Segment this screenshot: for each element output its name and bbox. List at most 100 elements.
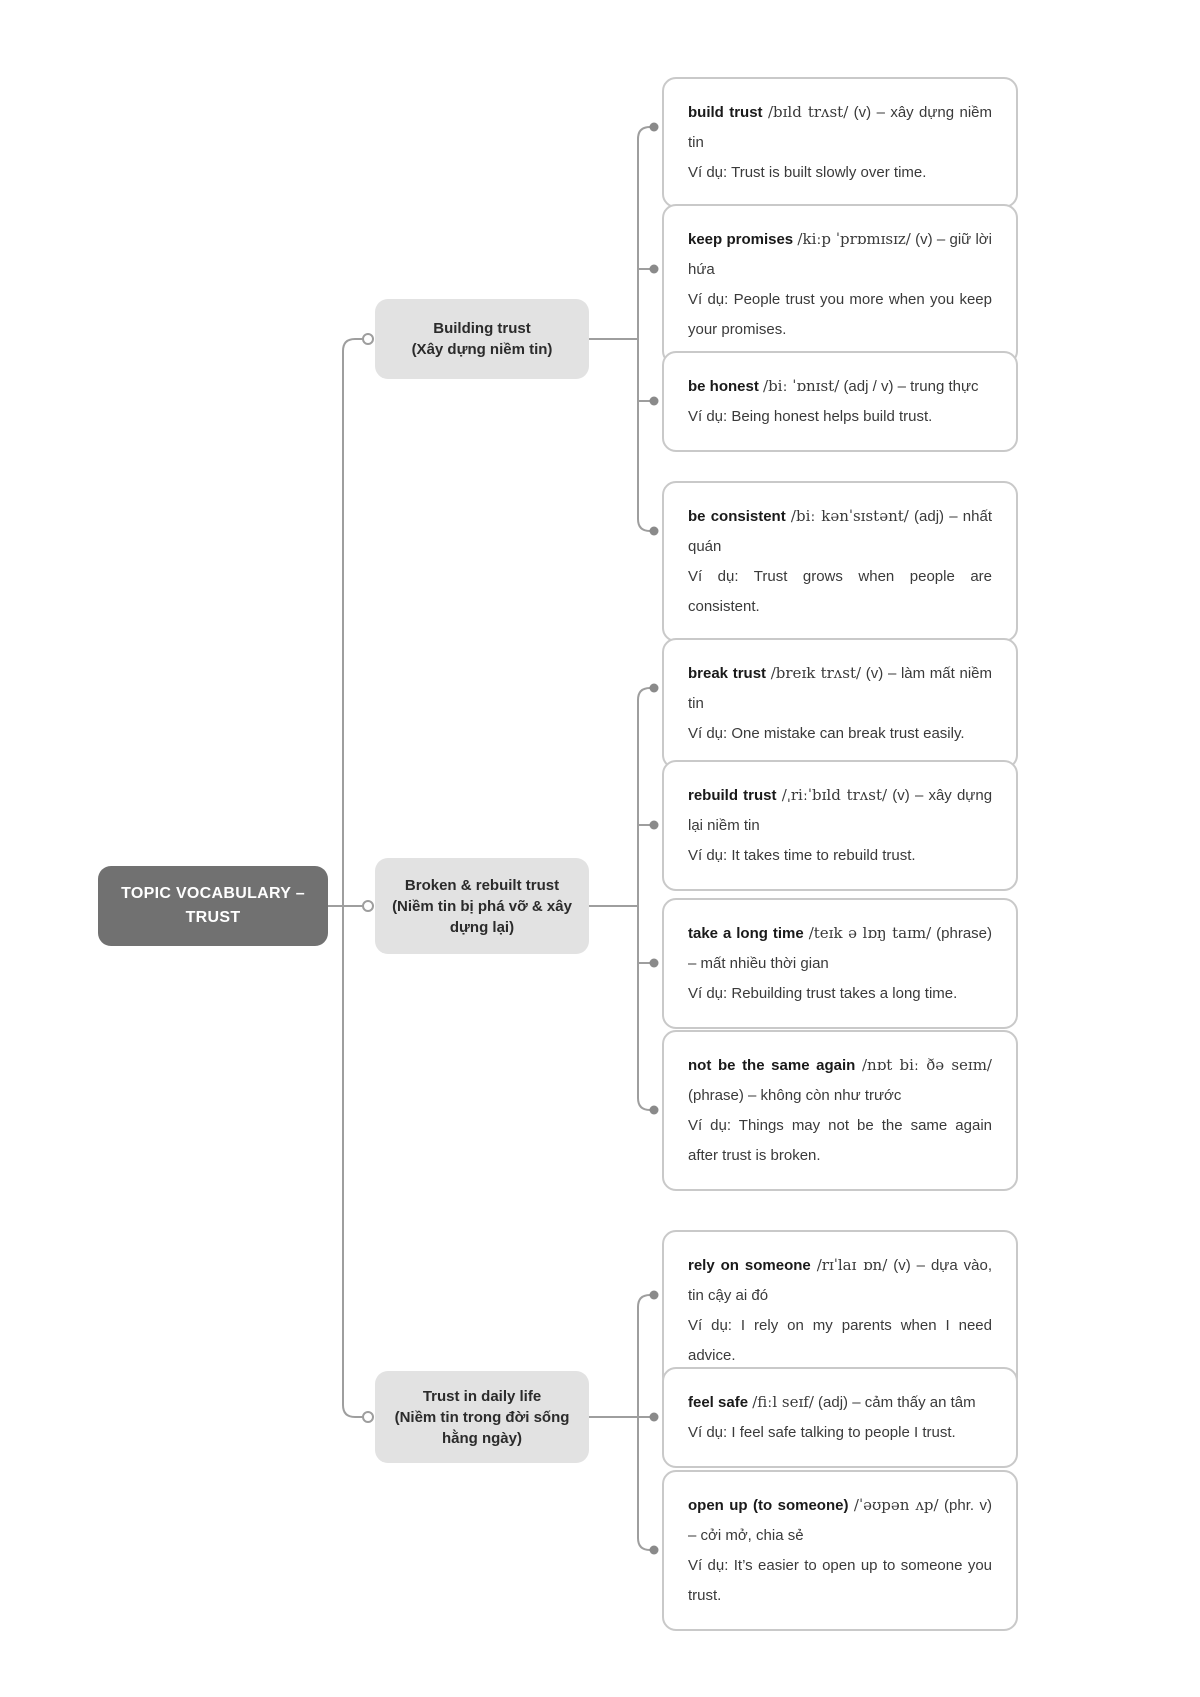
meaning-label: – xây dựng lại niềm tin [688,787,993,834]
category-node-building-trust[interactable]: Building trust (Xây dựng niềm tin) [375,299,589,379]
pos-label: (v) [915,231,933,248]
definition-line: take a long time /teɪk ə lɒŋ taɪm/ (phra… [688,918,992,979]
connection-dot [649,820,659,830]
root-node-topic-vocabulary-trust[interactable]: TOPIC VOCABULARY – TRUST [98,866,328,946]
vocab-card-rebuild-trust[interactable]: rebuild trust /ˌriːˈbɪld trʌst/ (v) – xâ… [662,760,1018,891]
pos-label: (v) [893,1257,911,1274]
meaning-label: – dựa vào, tin cậy ai đó [688,1257,992,1304]
definition-line: rely on someone /rɪˈlaɪ ɒn/ (v) – dựa và… [688,1250,992,1311]
trunk-line [327,338,364,1418]
example-text: Ví dụ: Things may not be the same again … [688,1117,992,1164]
definition-line: open up (to someone) /ˈəʊpən ʌp/ (phr. v… [688,1490,992,1551]
branch-lines-daily-life [588,1294,651,1551]
ipa-label: /fiːl seɪf/ [752,1393,814,1411]
ipa-label: /teɪk ə lɒŋ taɪm/ [808,924,932,942]
vocab-card-build-trust[interactable]: build trust /bɪld trʌst/ (v) – xây dựng … [662,77,1018,208]
category-node-trust-in-daily-life[interactable]: Trust in daily life (Niềm tin trong đời … [375,1371,589,1463]
connection-dot [649,122,659,132]
branch-port [362,900,374,912]
meaning-label: – không còn như trước [748,1087,902,1104]
meaning-label: – nhất quán [688,508,992,555]
example-text: Ví dụ: I rely on my parents when I need … [688,1317,992,1364]
definition-line: be consistent /biː kənˈsɪstənt/ (adj) – … [688,501,992,562]
vocab-card-rely-on-someone[interactable]: rely on someone /rɪˈlaɪ ɒn/ (v) – dựa và… [662,1230,1018,1391]
example-text: Ví dụ: Being honest helps build trust. [688,408,933,425]
vocab-card-be-consistent[interactable]: be consistent /biː kənˈsɪstənt/ (adj) – … [662,481,1018,642]
term-label: build trust [688,104,763,121]
category-sublabel: (Niềm tin bị phá vỡ & xây dựng lại) [392,897,572,936]
pos-label: (v) [892,787,910,804]
definition-line: feel safe /fiːl seɪf/ (adj) – cảm thấy a… [688,1387,992,1418]
branch-port [362,1411,374,1423]
ipa-label: /breɪk trʌst/ [770,664,862,682]
meaning-label: – cởi mở, chia sẻ [688,1527,804,1544]
connection-dot [649,396,659,406]
ipa-label: /ˌriːˈbɪld trʌst/ [781,786,888,804]
connection-dot [649,1412,659,1422]
term-label: feel safe [688,1394,749,1411]
category-node-broken-rebuilt-trust[interactable]: Broken & rebuilt trust (Niềm tin bị phá … [375,858,589,954]
example-text: Ví dụ: It’s easier to open up to someone… [688,1557,992,1604]
vocab-card-break-trust[interactable]: break trust /breɪk trʌst/ (v) – làm mất … [662,638,1018,769]
meaning-label: – cảm thấy an tâm [852,1394,976,1411]
example-text: Ví dụ: It takes time to rebuild trust. [688,847,916,864]
pos-label: (adj) [818,1394,849,1411]
connection-dot [649,683,659,693]
vocab-card-be-honest[interactable]: be honest /biː ˈɒnɪst/ (adj / v) – trung… [662,351,1018,452]
term-label: break trust [688,665,767,682]
connection-dot [649,958,659,968]
term-label: be consistent [688,508,786,525]
term-label: rely on someone [688,1257,811,1274]
vocab-card-keep-promises[interactable]: keep promises /kiːp ˈprɒmɪsɪz/ (v) – giữ… [662,204,1018,365]
term-label: be honest [688,378,759,395]
pos-label: (phrase) [688,1087,744,1104]
ipa-label: /kiːp ˈprɒmɪsɪz/ [797,230,911,248]
connection-dot [649,264,659,274]
term-label: not be the same again [688,1057,856,1074]
category-sublabel: (Niềm tin trong đời sống hằng ngày) [394,1408,570,1447]
ipa-label: /biː kənˈsɪstənt/ [790,507,909,525]
ipa-label: /nɒt biː ðə seɪm/ [861,1056,992,1074]
vocab-card-open-up-to-someone[interactable]: open up (to someone) /ˈəʊpən ʌp/ (phr. v… [662,1470,1018,1631]
meaning-label: – làm mất niềm tin [688,665,993,712]
branch-lines-building-trust [586,126,651,532]
term-label: open up (to someone) [688,1497,849,1514]
connection-dot [649,1105,659,1115]
example-text: Ví dụ: Trust grows when people are consi… [688,568,992,615]
connection-dot [649,1545,659,1555]
pos-label: (phr. v) [944,1497,992,1514]
ipa-label: /ˈəʊpən ʌp/ [853,1496,939,1514]
branch-port [362,333,374,345]
example-text: Ví dụ: Rebuilding trust takes a long tim… [688,985,958,1002]
branch-lines-broken-rebuilt [588,687,651,1111]
example-text: Ví dụ: I feel safe talking to people I t… [688,1424,956,1441]
meaning-label: – giữ lời hứa [688,231,992,278]
ipa-label: /rɪˈlaɪ ɒn/ [816,1256,888,1274]
example-text: Ví dụ: One mistake can break trust easil… [688,725,965,742]
definition-line: not be the same again /nɒt biː ðə seɪm/ … [688,1050,992,1111]
meaning-label: – mất nhiều thời gian [688,955,829,972]
category-label: Broken & rebuilt trust [404,876,560,894]
connection-dot [649,526,659,536]
pos-label: (phrase) [936,925,992,942]
vocab-card-not-be-the-same-again[interactable]: not be the same again /nɒt biː ðə seɪm/ … [662,1030,1018,1191]
term-label: keep promises [688,231,794,248]
example-text: Ví dụ: Trust is built slowly over time. [688,164,927,181]
pos-label: (v) [853,104,872,121]
category-sublabel: (Xây dựng niềm tin) [411,341,553,358]
ipa-label: /biː ˈɒnɪst/ [763,377,840,395]
root-title: TOPIC VOCABULARY – TRUST [121,885,305,926]
term-label: take a long time [688,925,804,942]
ipa-label: /bɪld trʌst/ [767,103,849,121]
meaning-label: – trung thực [897,378,979,395]
vocab-card-take-a-long-time[interactable]: take a long time /teɪk ə lɒŋ taɪm/ (phra… [662,898,1018,1029]
definition-line: be honest /biː ˈɒnɪst/ (adj / v) – trung… [688,371,992,402]
category-label: Trust in daily life [422,1387,542,1405]
pos-label: (adj) [914,508,945,525]
definition-line: break trust /breɪk trʌst/ (v) – làm mất … [688,658,992,719]
vocab-card-feel-safe[interactable]: feel safe /fiːl seɪf/ (adj) – cảm thấy a… [662,1367,1018,1468]
meaning-label: – xây dựng niềm tin [688,104,993,151]
example-text: Ví dụ: People trust you more when you ke… [688,291,992,338]
